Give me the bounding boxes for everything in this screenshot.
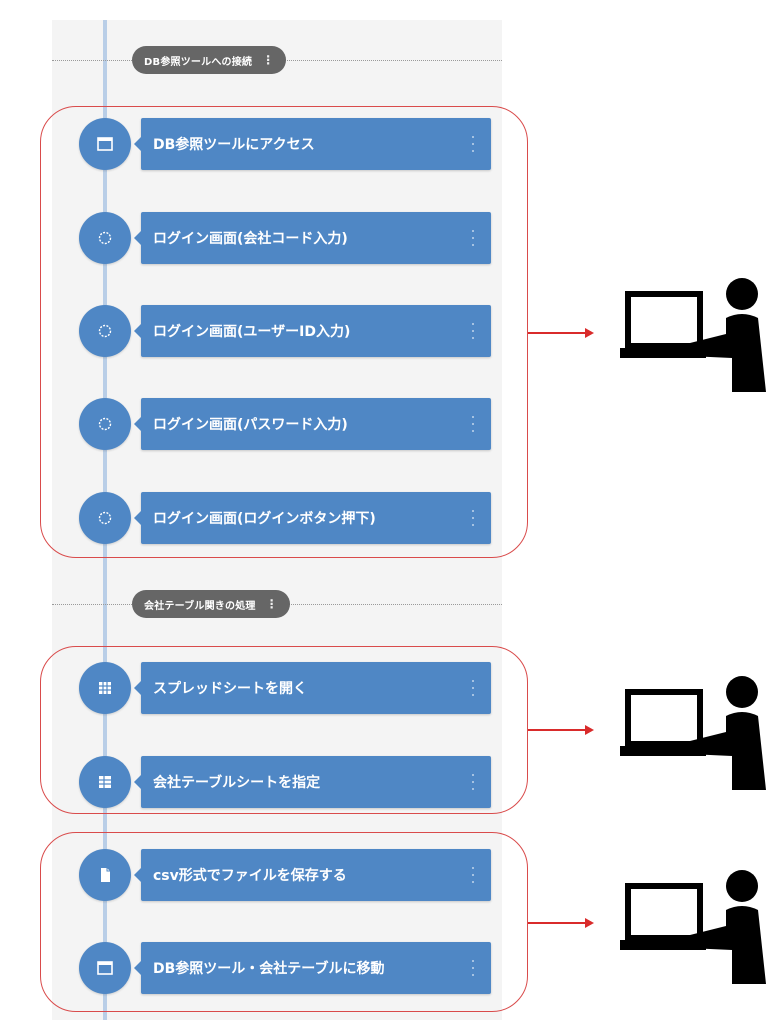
circle-icon	[79, 398, 131, 450]
section-chip-company-table[interactable]: 会社テーブル関きの処理 ⋮	[132, 590, 290, 618]
step-label: ログイン画面(会社コード入力)	[153, 231, 348, 247]
step-label: DB参照ツールにアクセス	[153, 137, 315, 153]
kebab-icon[interactable]	[471, 680, 475, 696]
circle-icon	[79, 212, 131, 264]
step-label: ログイン画面(ログインボタン押下)	[153, 511, 376, 527]
kebab-icon[interactable]	[471, 323, 475, 339]
kebab-icon[interactable]: ⋮	[262, 53, 275, 67]
group-outline-save	[40, 832, 528, 1012]
kebab-icon[interactable]	[471, 867, 475, 883]
group-outline-login	[40, 106, 528, 558]
arrow-right-icon	[528, 725, 594, 735]
file-icon	[79, 849, 131, 901]
kebab-icon[interactable]	[471, 136, 475, 152]
step-card-select-company-sheet[interactable]: 会社テーブルシートを指定	[134, 756, 491, 808]
spreadsheet-icon	[79, 662, 131, 714]
step-card-login-user-id[interactable]: ログイン画面(ユーザーID入力)	[134, 305, 491, 357]
circle-icon	[79, 492, 131, 544]
step-label: 会社テーブルシートを指定	[153, 775, 321, 791]
step-card-save-csv[interactable]: csv形式でファイルを保存する	[134, 849, 491, 901]
step-card-login-password[interactable]: ログイン画面(パスワード入力)	[134, 398, 491, 450]
arrow-right-icon	[528, 328, 594, 338]
step-label: スプレッドシートを開く	[153, 681, 307, 697]
kebab-icon[interactable]	[471, 510, 475, 526]
step-label: ログイン画面(パスワード入力)	[153, 417, 348, 433]
step-card-move-to-company-table[interactable]: DB参照ツール・会社テーブルに移動	[134, 942, 491, 994]
step-card-login-button[interactable]: ログイン画面(ログインボタン押下)	[134, 492, 491, 544]
section-chip-db-connect[interactable]: DB参照ツールへの接続 ⋮	[132, 46, 287, 74]
person-at-computer-icon	[614, 864, 774, 984]
person-at-computer-icon	[614, 272, 774, 392]
section-label: 会社テーブル関きの処理	[144, 600, 256, 612]
person-at-computer-icon	[614, 670, 774, 790]
kebab-icon[interactable]: ⋮	[265, 597, 278, 611]
step-card-open-spreadsheet[interactable]: スプレッドシートを開く	[134, 662, 491, 714]
step-card-login-company-code[interactable]: ログイン画面(会社コード入力)	[134, 212, 491, 264]
window-icon	[79, 118, 131, 170]
circle-icon	[79, 305, 131, 357]
group-outline-spreadsheet	[40, 646, 528, 814]
step-card-access-db-tool[interactable]: DB参照ツールにアクセス	[134, 118, 491, 170]
kebab-icon[interactable]	[471, 230, 475, 246]
window-icon	[79, 942, 131, 994]
step-label: DB参照ツール・会社テーブルに移動	[153, 961, 385, 977]
kebab-icon[interactable]	[471, 416, 475, 432]
kebab-icon[interactable]	[471, 960, 475, 976]
step-label: ログイン画面(ユーザーID入力)	[153, 324, 351, 340]
section-label: DB参照ツールへの接続	[144, 56, 253, 68]
kebab-icon[interactable]	[471, 774, 475, 790]
sheet-icon	[79, 756, 131, 808]
step-label: csv形式でファイルを保存する	[153, 868, 347, 884]
arrow-right-icon	[528, 918, 594, 928]
